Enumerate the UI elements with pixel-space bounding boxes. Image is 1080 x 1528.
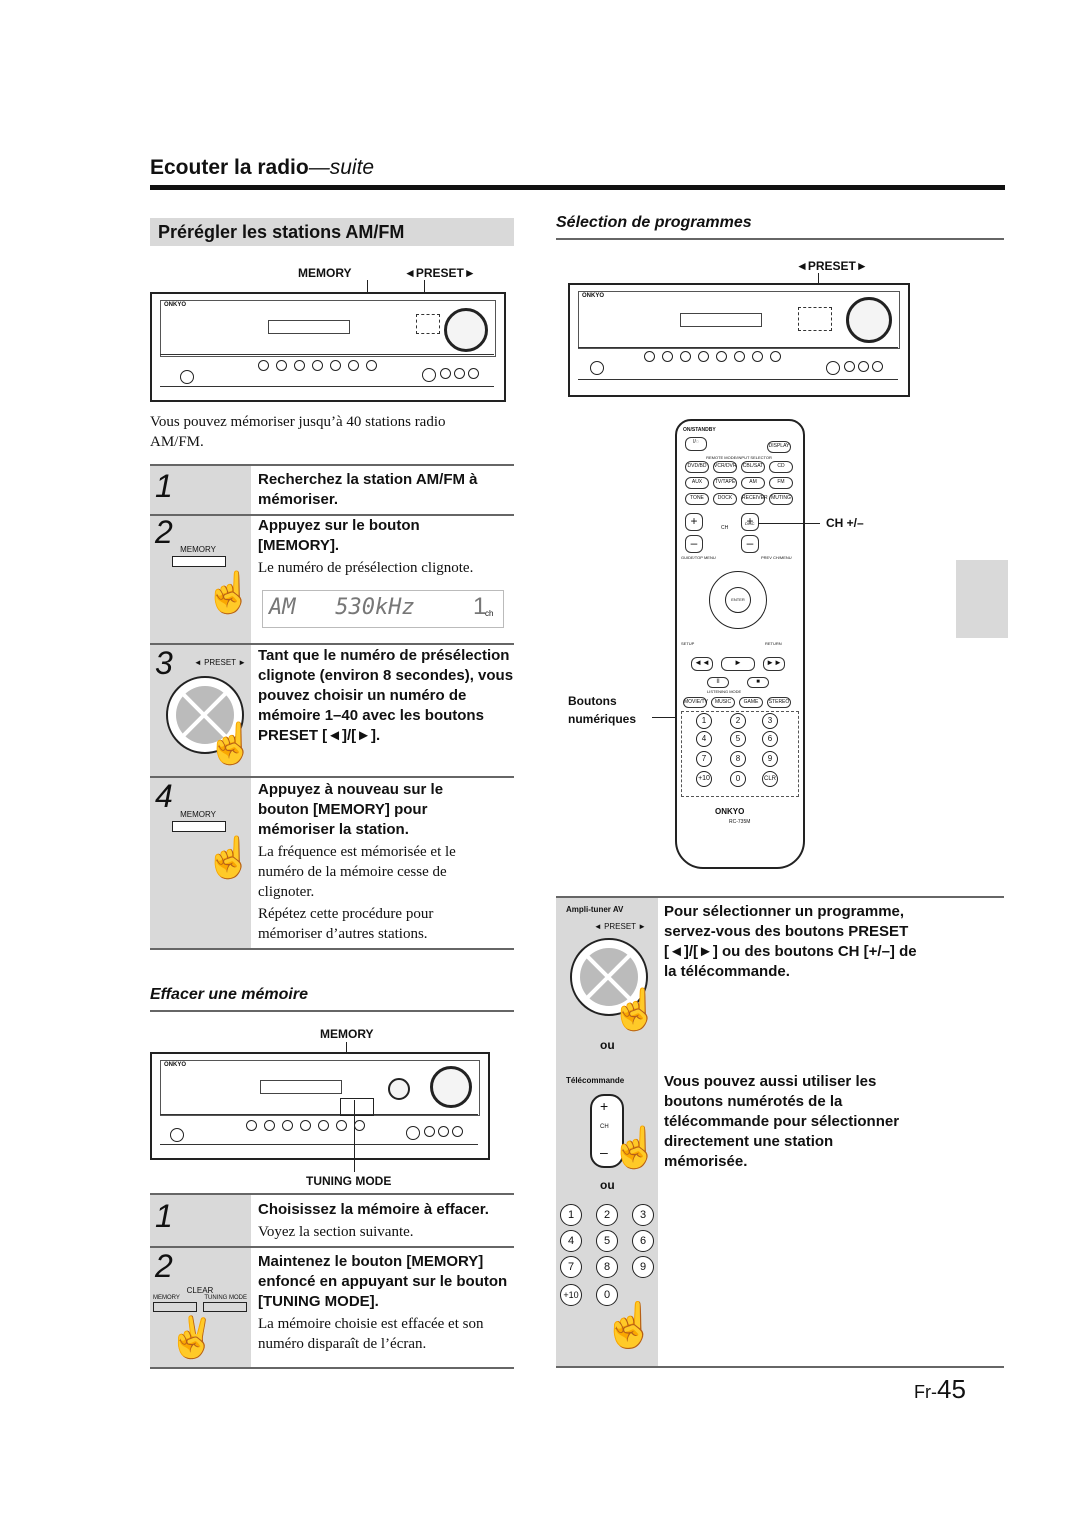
ou-2: ou: [600, 1178, 615, 1192]
header-title: Ecouter la radio: [150, 156, 309, 179]
number-key[interactable]: 2: [596, 1204, 618, 1226]
remote-key[interactable]: CLR: [762, 771, 778, 787]
header-suffix: —suite: [308, 156, 375, 179]
intro-text: Vous pouvez mémoriser jusqu’à 40 station…: [150, 414, 446, 450]
box-text-2: Vous pouvez aussi utiliser les boutons n…: [664, 1073, 900, 1170]
divider: [556, 1366, 1004, 1368]
display-panel: AM 530kHz 1 ch: [262, 590, 504, 628]
remote-key[interactable]: 6: [762, 731, 778, 747]
page-prefix: Fr-: [914, 1382, 937, 1402]
hand-icon: ☝: [602, 1301, 657, 1350]
number-key[interactable]: 6: [632, 1230, 654, 1252]
number-key[interactable]: 9: [632, 1256, 654, 1278]
step-4-sub1: La fréquence est mémorisée et le numéro …: [258, 844, 456, 900]
memory-button-icon: MEMORY ☝: [172, 810, 254, 878]
amp-label: Ampli-tuner AV: [566, 905, 624, 914]
box-preset-dial: [570, 938, 648, 1016]
buttons-label: Boutons numériques: [568, 694, 637, 726]
ou-1: ou: [600, 1038, 615, 1052]
number-key[interactable]: 5: [596, 1230, 618, 1252]
side-tab: [956, 560, 1008, 638]
section-title-bar: [150, 218, 514, 246]
step-4-text: Appuyez à nouveau sur le bouton [MEMORY]…: [258, 781, 444, 838]
erase-tuning-label: TUNING MODE: [306, 1174, 392, 1188]
erase-title: Effacer une mémoire: [150, 986, 308, 1003]
remote-key[interactable]: 9: [762, 751, 778, 767]
receiver-illustration-3: ONKYO: [150, 1052, 490, 1160]
number-key[interactable]: 8: [596, 1256, 618, 1278]
number-key[interactable]: 7: [560, 1256, 582, 1278]
remote-key[interactable]: 0: [730, 771, 746, 787]
step-number: 2: [155, 1248, 173, 1284]
divider: [150, 1193, 514, 1195]
fig1-preset-label: ◄PRESET►: [404, 266, 476, 280]
step-2-text: Appuyez sur le bouton [MEMORY].: [258, 517, 420, 554]
ch-rocker-icon: + CH –: [590, 1094, 624, 1168]
number-key[interactable]: 3: [632, 1204, 654, 1226]
receiver-illustration-1: ONKYO: [150, 292, 506, 402]
hand-icon: ☝: [610, 988, 660, 1032]
hand-icon: ☝: [206, 722, 256, 766]
memory-button-icon: MEMORY ☝: [172, 545, 254, 613]
remote-key[interactable]: 7: [696, 751, 712, 767]
tele-label: Télécommande: [566, 1076, 625, 1085]
ch-leader: [758, 523, 820, 524]
erase-step-2-text: Maintenez le bouton [MEMORY] enfoncé en …: [258, 1253, 508, 1310]
divider: [150, 643, 514, 645]
page-number: Fr-45: [914, 1374, 966, 1405]
step-number: 1: [155, 1198, 173, 1234]
step-1-text: Recherchez la station AM/FM à mémoriser.: [258, 471, 478, 508]
step-number: 4: [155, 778, 173, 814]
box-text-1: Pour sélectionner un programme, servez-v…: [664, 903, 917, 980]
receiver-illustration-2: ONKYO: [568, 283, 910, 397]
right-section-title: Sélection de programmes: [556, 214, 752, 231]
page-num: 45: [936, 1374, 966, 1404]
erase-step-1-sub: Voyez la section suivante.: [258, 1224, 414, 1240]
preset-dial-icon: [166, 676, 244, 754]
fig1-memory-label: MEMORY: [298, 266, 352, 280]
preset-label-icon: ◄ PRESET ►: [193, 658, 247, 667]
divider: [556, 238, 1004, 240]
divider: [150, 948, 514, 950]
box-preset-label: ◄ PRESET ►: [593, 922, 647, 931]
right-preset-label: ◄PRESET►: [796, 259, 868, 273]
erase-step-1-text: Choisissez la mémoire à effacer.: [258, 1201, 489, 1218]
divider: [150, 1246, 514, 1248]
clear-buttons-icon: CLEAR MEMORY TUNING MODE ✌: [153, 1286, 247, 1360]
ch-label: CH +/–: [826, 516, 864, 530]
remote-key[interactable]: 5: [730, 731, 746, 747]
remote-key[interactable]: 1: [696, 713, 712, 729]
remote-key[interactable]: 4: [696, 731, 712, 747]
remote-key[interactable]: 2: [730, 713, 746, 729]
erase-tuning-leader: [354, 1100, 355, 1172]
step-3-text: Tant que le numéro de présélection clign…: [258, 647, 514, 744]
page-header: Ecouter la radio—suite: [150, 156, 374, 180]
step-2-sub: Le numéro de présélection clignote.: [258, 560, 474, 576]
remote-key[interactable]: 8: [730, 751, 746, 767]
divider: [150, 1010, 514, 1012]
divider: [150, 514, 514, 516]
hand-icon: ☝: [610, 1126, 660, 1170]
erase-memory-label: MEMORY: [320, 1027, 374, 1041]
remote-control: ON/STANDBY I/◌ DISPLAY REMOTE MODE/INPUT…: [675, 419, 805, 869]
number-key[interactable]: +10: [560, 1284, 582, 1306]
erase-step-2-sub: La mémoire choisie est effacée et son nu…: [258, 1316, 484, 1352]
number-key[interactable]: 4: [560, 1230, 582, 1252]
remote-key[interactable]: +10: [696, 771, 712, 787]
step-number: 1: [155, 468, 173, 504]
divider: [150, 1367, 514, 1369]
step-4-sub2: Répétez cette procédure pour mémoriser d…: [258, 906, 434, 942]
step-number: 3: [155, 645, 173, 681]
divider: [556, 896, 1004, 898]
erase-gray-col: [150, 1195, 251, 1367]
number-key[interactable]: 0: [596, 1284, 618, 1306]
remote-key[interactable]: 3: [762, 713, 778, 729]
section-title: Prérégler les stations AM/FM: [158, 222, 405, 242]
buttons-leader: [652, 717, 676, 718]
divider: [150, 776, 514, 778]
header-rule: [150, 185, 1005, 190]
divider: [150, 464, 514, 466]
number-key[interactable]: 1: [560, 1204, 582, 1226]
step-number: 2: [155, 514, 173, 550]
